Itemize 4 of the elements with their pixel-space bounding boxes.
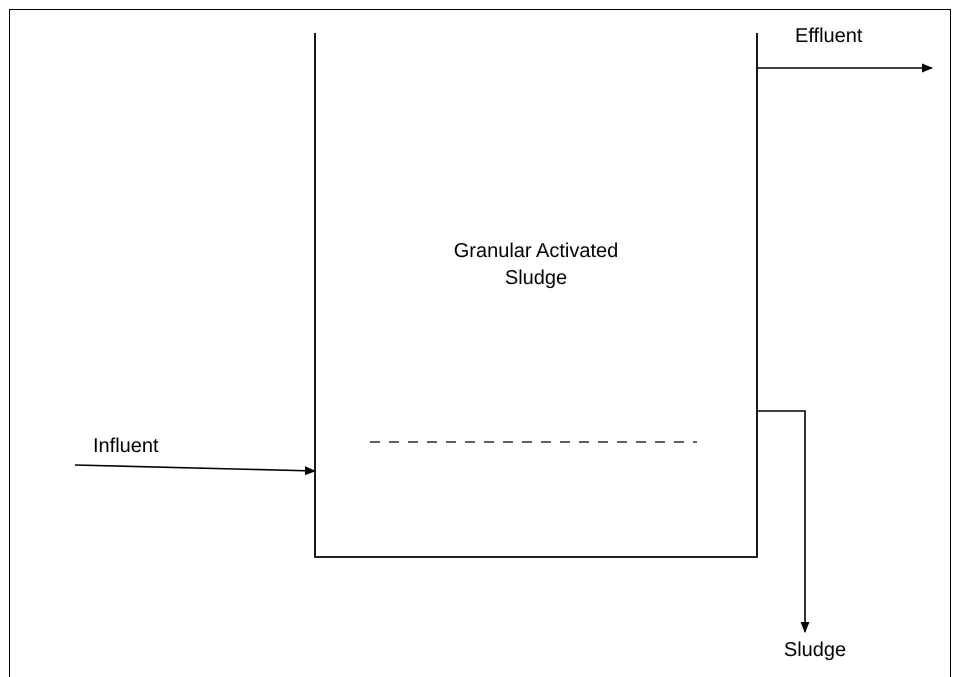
arrow <box>757 410 810 634</box>
arrow <box>74 464 316 476</box>
arrow <box>757 64 934 72</box>
node-text: Sludge <box>782 638 848 662</box>
